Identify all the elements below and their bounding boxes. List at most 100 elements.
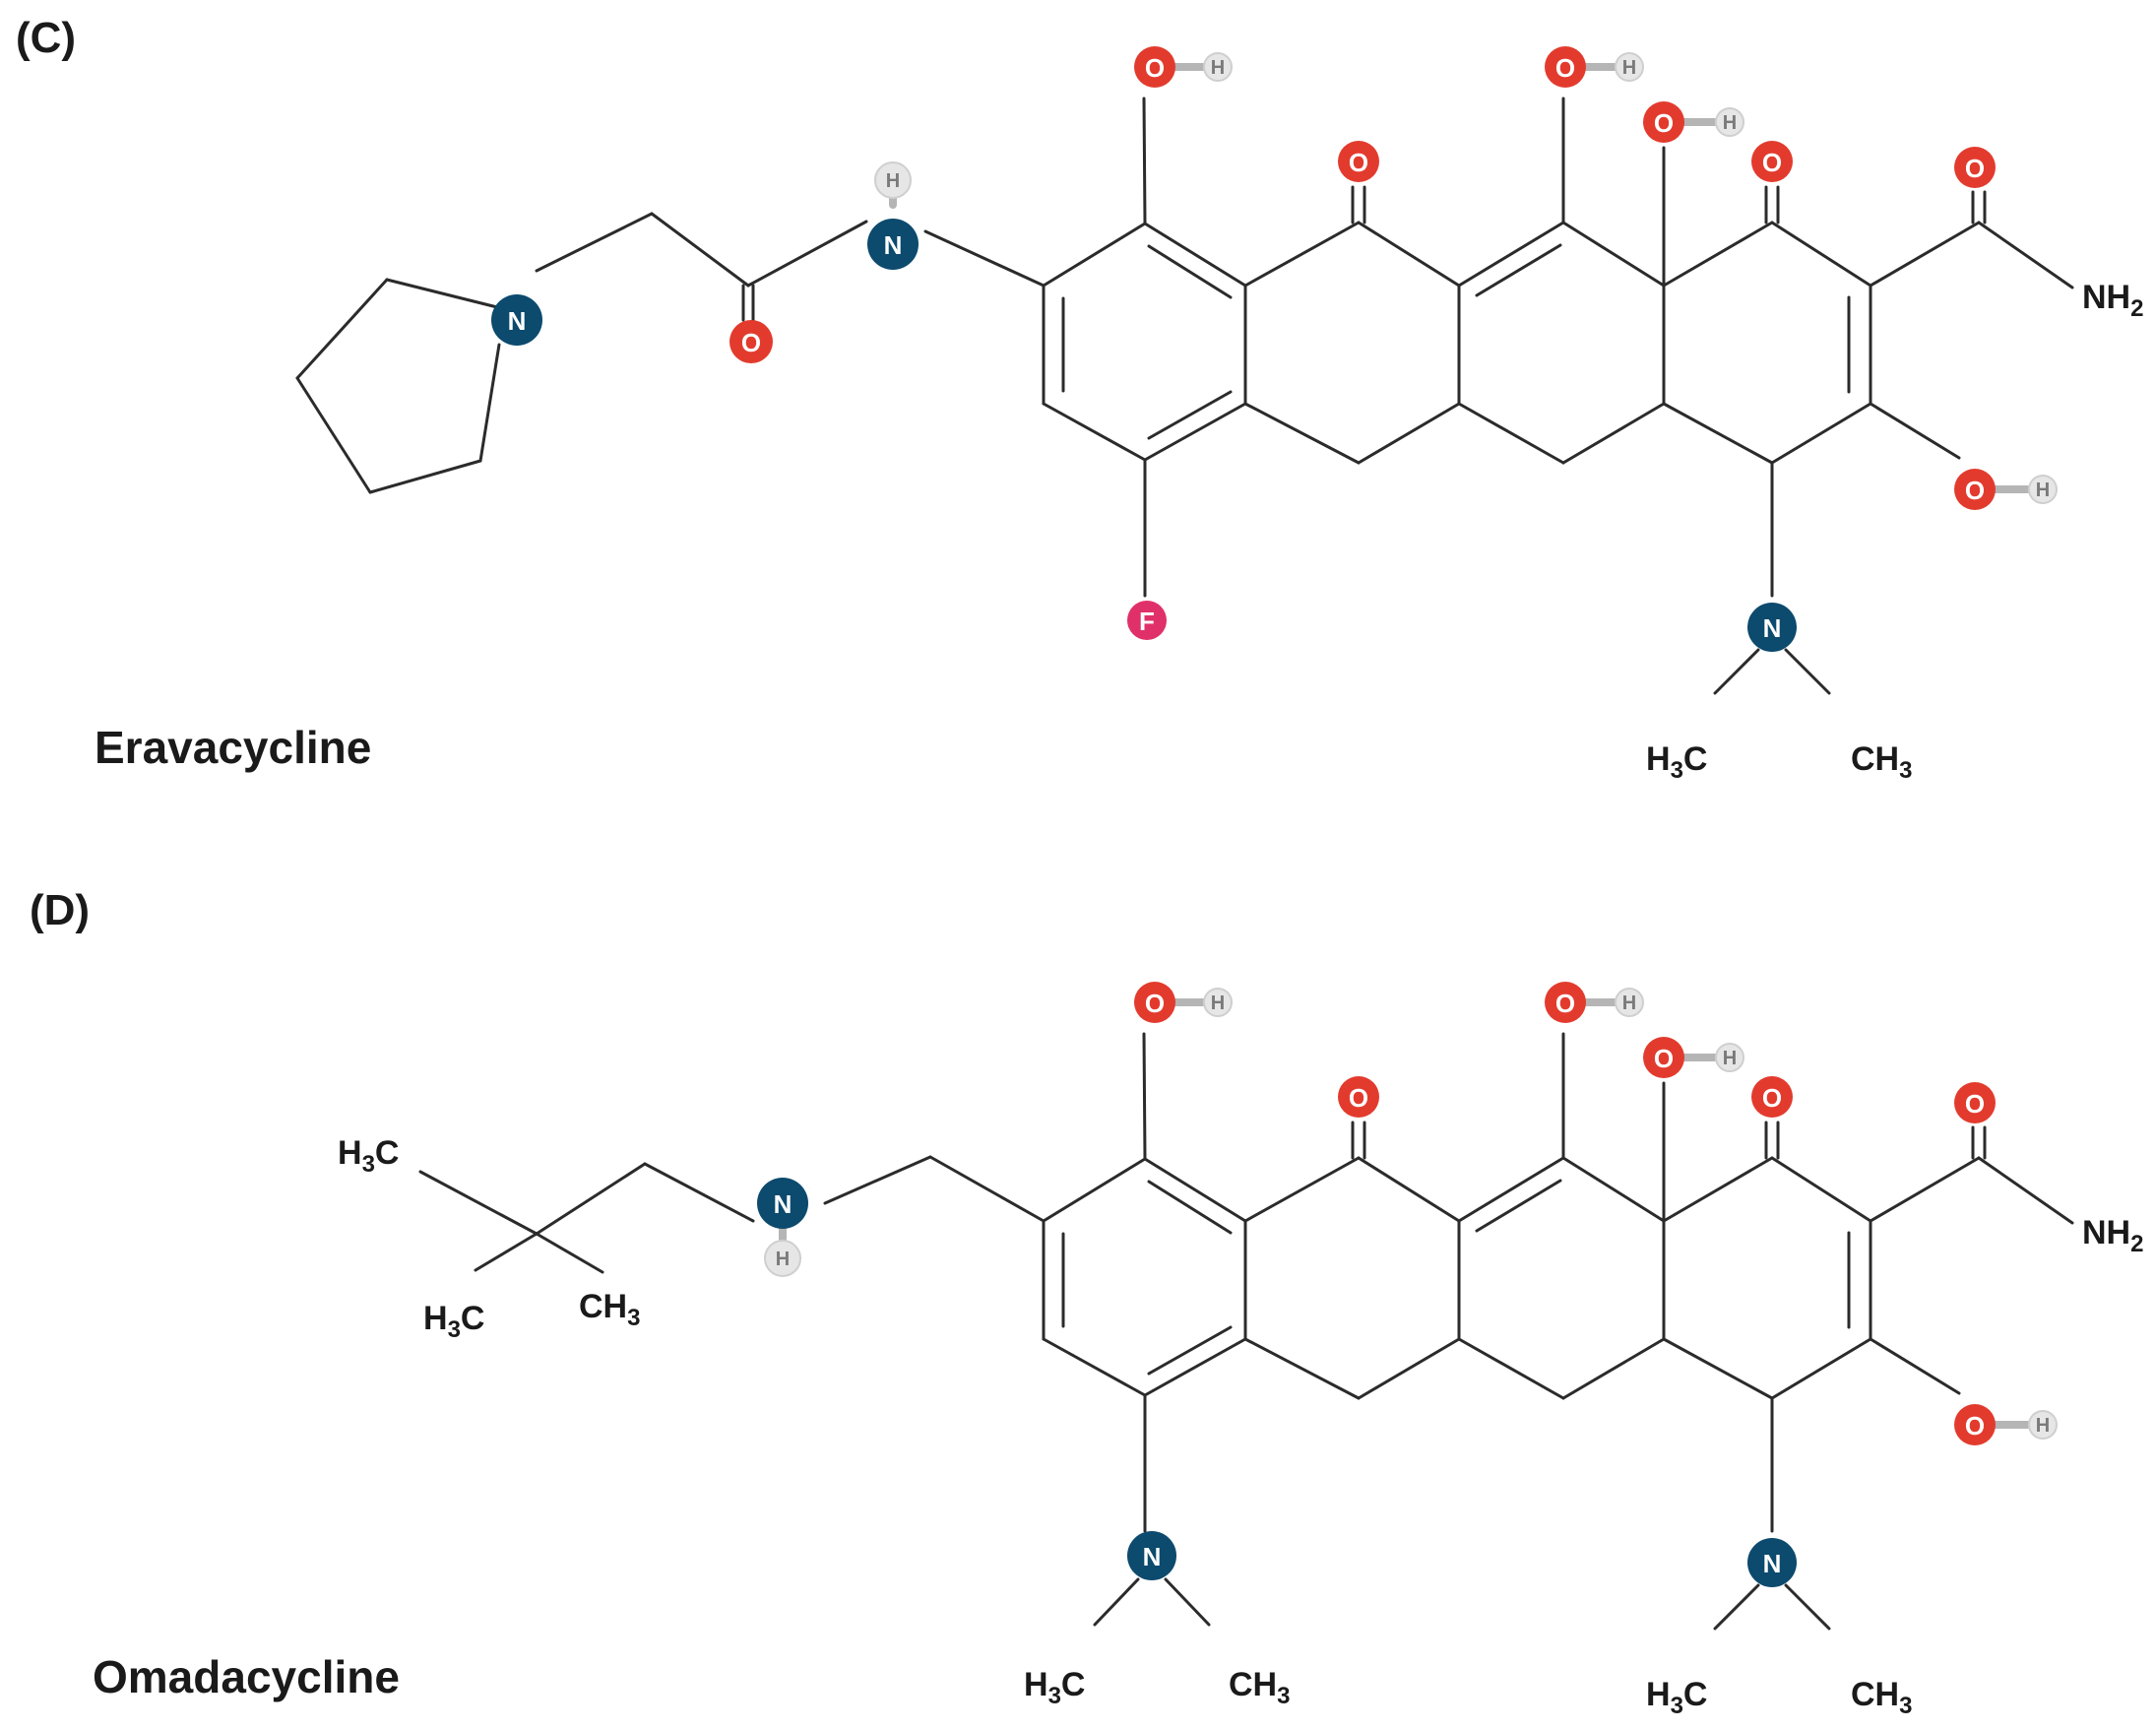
svg-text:H: H xyxy=(1622,993,1636,1014)
svg-text:O: O xyxy=(1349,148,1368,177)
bond xyxy=(535,212,654,273)
ring-bond xyxy=(1561,1156,1666,1223)
ring-bond xyxy=(1042,222,1147,288)
methyl-label: H3C xyxy=(423,1300,484,1343)
oxygen-atom: O xyxy=(1751,1076,1793,1118)
hydrogen-atom: H xyxy=(1715,1043,1744,1072)
ring-bond xyxy=(1869,221,1981,288)
svg-text:N: N xyxy=(1143,1542,1162,1571)
nitrogen-atom: N xyxy=(757,1178,808,1229)
nitrogen-atom: N xyxy=(1747,603,1797,652)
ring-bond xyxy=(1869,1156,1981,1223)
oxygen-atom: O xyxy=(1954,1404,1996,1445)
molecule-name-omadacycline: Omadacycline xyxy=(93,1651,400,1702)
nitrogen-atom: N xyxy=(867,219,919,270)
ring-bond xyxy=(1770,1337,1872,1400)
methyl-label: CH3 xyxy=(1851,1676,1912,1719)
bond xyxy=(928,1155,1046,1223)
ring-bond xyxy=(1770,221,1872,288)
svg-text:N: N xyxy=(1763,613,1782,643)
hydrogen-atom: H xyxy=(1615,52,1644,82)
ring-bond xyxy=(1042,402,1147,462)
ring-bond xyxy=(295,278,389,380)
amino-group-label: NH2 xyxy=(2082,1214,2143,1257)
oxygen-atom: O xyxy=(1134,982,1175,1023)
svg-text:O: O xyxy=(1762,1083,1782,1113)
nitrogen-atom: N xyxy=(1747,1538,1797,1587)
aromatic-inner-bond xyxy=(1147,390,1233,440)
svg-text:N: N xyxy=(1763,1549,1782,1578)
ring-bond xyxy=(1142,96,1147,225)
ring-bond xyxy=(1770,402,1872,465)
ring-bond xyxy=(1042,1337,1147,1397)
aromatic-inner-bond xyxy=(1147,244,1233,299)
svg-text:H: H xyxy=(2036,1415,2050,1437)
ring-bond xyxy=(1662,402,1774,465)
oxygen-atom: O xyxy=(1643,1037,1684,1078)
fluorine-atom: F xyxy=(1127,601,1167,640)
svg-text:O: O xyxy=(1654,108,1674,138)
ring-bond xyxy=(1869,402,1961,460)
svg-text:O: O xyxy=(1145,989,1165,1018)
ring-bond xyxy=(295,376,372,494)
ring-bond xyxy=(1869,1337,1961,1395)
methyl-bond xyxy=(1713,648,1760,695)
svg-text:H: H xyxy=(1211,57,1225,79)
ring-bond xyxy=(1770,1156,1872,1223)
ring-bond xyxy=(1662,1156,1774,1223)
oxygen-atom: O xyxy=(1954,147,1996,188)
hydrogen-atom: H xyxy=(874,161,912,199)
svg-text:O: O xyxy=(1965,1411,1985,1441)
ring-bond xyxy=(1457,1156,1565,1223)
methyl-bond xyxy=(1784,648,1831,695)
ring-bond xyxy=(1243,221,1361,288)
oxygen-atom: O xyxy=(1545,982,1586,1023)
ring-bond xyxy=(1977,221,2074,289)
methyl-label: CH3 xyxy=(1229,1666,1290,1709)
hydrogen-atom: H xyxy=(764,1240,801,1277)
amino-group-label: NH2 xyxy=(2082,279,2143,322)
hydrogen-atom: H xyxy=(1203,52,1233,82)
svg-text:O: O xyxy=(1965,476,1985,505)
methyl-label: H3C xyxy=(1024,1666,1085,1709)
ring-bond xyxy=(1561,221,1666,288)
svg-text:H: H xyxy=(1622,57,1636,79)
methyl-label: H3C xyxy=(1646,1676,1707,1719)
ring-bond xyxy=(1457,402,1565,465)
ring-bond xyxy=(1977,1156,2074,1225)
aromatic-inner-bond xyxy=(1147,1180,1233,1235)
hydrogen-atom: H xyxy=(1615,988,1644,1017)
svg-text:H: H xyxy=(2036,480,2050,501)
svg-text:O: O xyxy=(1145,53,1165,83)
ring-bond xyxy=(385,278,499,309)
ring-bond xyxy=(1143,1337,1247,1397)
ring-bond xyxy=(1457,221,1565,288)
bond xyxy=(474,1232,539,1272)
bond xyxy=(418,1170,539,1236)
methyl-label: CH3 xyxy=(579,1288,640,1331)
svg-text:H: H xyxy=(886,170,900,192)
nitrogen-atom: N xyxy=(491,294,542,346)
bond xyxy=(535,1232,604,1274)
ring-bond xyxy=(1357,221,1461,288)
methyl-bond xyxy=(1713,1583,1760,1631)
svg-text:H: H xyxy=(776,1249,790,1270)
ring-bond xyxy=(1243,402,1361,465)
hydrogen-atom: H xyxy=(1715,107,1744,137)
svg-text:H: H xyxy=(1723,112,1737,134)
ring-bond xyxy=(1357,1156,1461,1223)
oxygen-atom: O xyxy=(1338,141,1379,182)
bond xyxy=(923,229,1046,288)
svg-text:O: O xyxy=(1654,1044,1674,1073)
ring-bond xyxy=(1142,1032,1147,1161)
ring-bond xyxy=(478,343,501,463)
svg-text:H: H xyxy=(1211,993,1225,1014)
svg-text:O: O xyxy=(1965,1089,1985,1119)
ring-bond xyxy=(1143,402,1247,462)
ring-bond xyxy=(1662,221,1774,288)
ring-bond xyxy=(1143,1157,1247,1223)
methyl-label: CH3 xyxy=(1851,740,1912,784)
svg-text:N: N xyxy=(884,230,903,260)
svg-text:N: N xyxy=(774,1189,793,1219)
ring-bond xyxy=(1143,222,1247,288)
